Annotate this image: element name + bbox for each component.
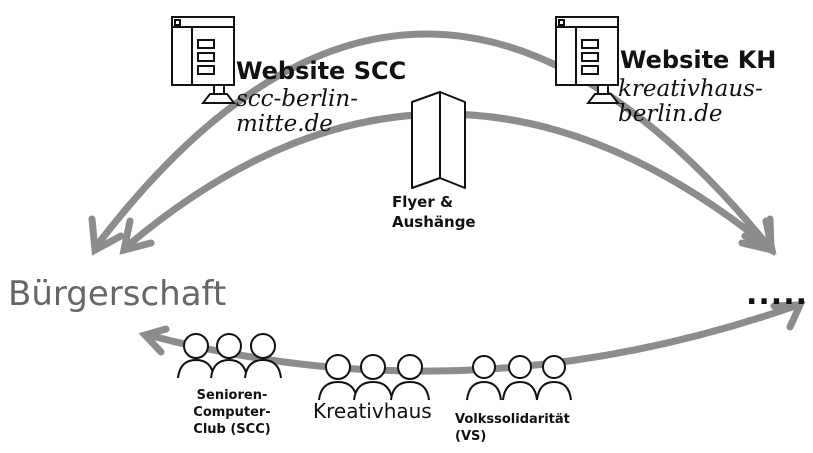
group-label-vs: Volkssolidarität (VS)	[455, 412, 570, 444]
arc-bottom-arrow	[144, 301, 802, 375]
folded-flyer-icon	[411, 91, 466, 189]
arrowhead-mid-right	[738, 217, 777, 255]
arrowhead-bottom-left	[138, 325, 170, 356]
group-label-kreativhaus: Kreativhaus	[313, 399, 432, 423]
arrowhead-mid-left	[119, 217, 155, 255]
group-label-scc: Senioren- Computer- Club (SCC)	[193, 388, 271, 437]
audience-left-label: Bürgerschaft	[8, 274, 227, 314]
people-group-icon	[466, 355, 572, 401]
monitor-icon	[555, 16, 621, 104]
website-kh-title: Website KH	[620, 46, 777, 74]
flyer-label: Flyer & Aushänge	[392, 193, 476, 231]
audience-right-label: .....	[746, 277, 808, 312]
website-kh-url: kreativhaus- berlin.de	[618, 76, 763, 127]
people-group-icon	[177, 333, 282, 379]
website-scc-title: Website SCC	[236, 57, 407, 85]
arc-top-arrow	[91, 30, 774, 252]
people-group-icon	[318, 354, 430, 401]
website-scc-url: scc-berlin- mitte.de	[236, 86, 358, 137]
arrowhead-top-left	[88, 215, 125, 256]
arrowhead-bottom-right	[770, 301, 806, 331]
monitor-icon	[171, 16, 237, 104]
